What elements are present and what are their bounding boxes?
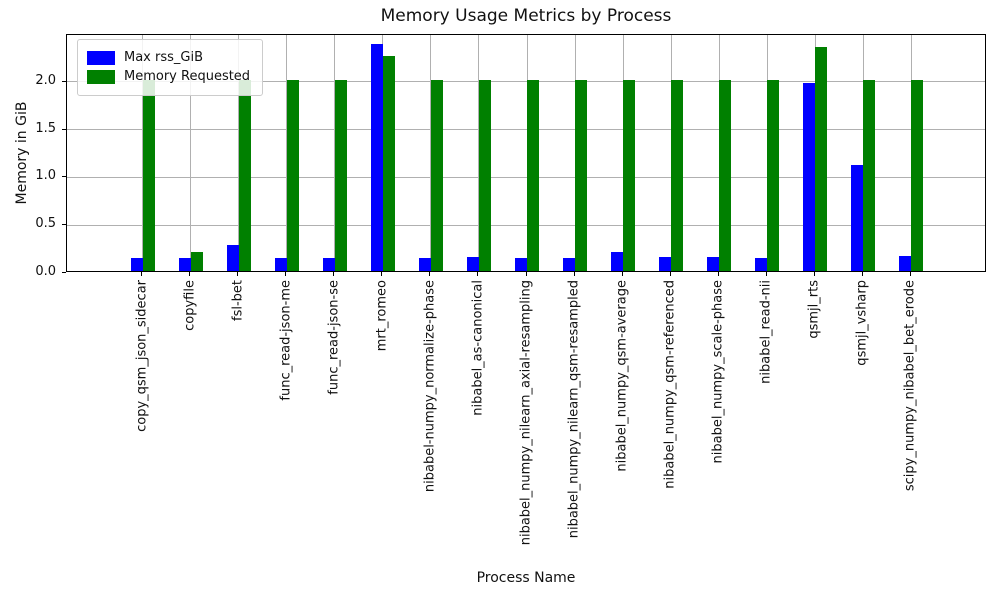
x-tick-label: nibabel_numpy_scale-phase bbox=[710, 280, 726, 464]
legend-label-max-rss: Max rss_GiB bbox=[124, 50, 204, 65]
bar-max-rss bbox=[755, 258, 768, 271]
x-tick-label: nibabel_numpy_nilearn_axial-resampling bbox=[518, 280, 534, 546]
bar-max-rss bbox=[563, 258, 576, 271]
bar-max-rss bbox=[707, 257, 720, 271]
bar-memory-requested bbox=[623, 80, 636, 271]
bar-max-rss bbox=[851, 165, 864, 271]
x-tick-label: func_read-json-me bbox=[278, 280, 294, 401]
y-tick-label: 1.0 bbox=[35, 168, 56, 184]
x-tick-mark bbox=[621, 272, 623, 276]
x-tick-mark bbox=[861, 272, 863, 276]
chart-title: Memory Usage Metrics by Process bbox=[380, 6, 672, 26]
bar-memory-requested bbox=[334, 80, 347, 271]
bar-memory-requested bbox=[575, 80, 588, 271]
legend-swatch-memory-requested-icon bbox=[87, 70, 115, 84]
bar-memory-requested bbox=[430, 80, 443, 271]
y-tick-mark bbox=[62, 80, 66, 82]
x-tick-mark bbox=[573, 272, 575, 276]
h-gridline bbox=[67, 224, 985, 226]
bar-max-rss bbox=[611, 252, 624, 271]
legend-swatch-max-rss-icon bbox=[87, 51, 115, 65]
h-gridline bbox=[67, 81, 985, 83]
x-tick-label: fsl-bet bbox=[230, 280, 246, 321]
y-tick-mark bbox=[62, 272, 66, 273]
legend: Max rss_GiB Memory Requested bbox=[77, 39, 264, 96]
x-tick-label: nibabel-numpy_normalize-phase bbox=[422, 280, 438, 493]
x-tick-label: func_read-json-se bbox=[326, 280, 342, 395]
v-gridline bbox=[190, 35, 192, 271]
bar-memory-requested bbox=[767, 80, 780, 271]
bar-max-rss bbox=[418, 258, 431, 271]
bar-memory-requested bbox=[238, 80, 251, 271]
x-tick-label: scipy_numpy_nibabel_bet_erode bbox=[902, 280, 918, 492]
y-tick-mark bbox=[62, 128, 66, 130]
x-tick-mark bbox=[909, 272, 911, 276]
x-tick-mark bbox=[141, 272, 143, 276]
bar-max-rss bbox=[226, 245, 239, 271]
y-tick-mark bbox=[62, 176, 66, 178]
bar-max-rss bbox=[322, 258, 335, 271]
y-tick-label: 1.5 bbox=[35, 120, 56, 136]
y-tick-mark bbox=[62, 224, 66, 226]
bar-max-rss bbox=[466, 257, 479, 271]
x-tick-label: nibabel_read-nii bbox=[758, 280, 774, 384]
bar-memory-requested bbox=[478, 80, 491, 271]
bar-memory-requested bbox=[286, 80, 299, 271]
legend-item-max-rss: Max rss_GiB bbox=[87, 50, 250, 66]
legend-label-memory-requested: Memory Requested bbox=[124, 69, 251, 84]
x-tick-label: nibabel_as-canonical bbox=[470, 280, 486, 416]
bar-max-rss bbox=[803, 83, 816, 271]
x-tick-label: nibabel_numpy_qsm-average bbox=[614, 280, 630, 472]
x-tick-mark bbox=[333, 272, 335, 276]
bar-memory-requested bbox=[190, 252, 203, 271]
bar-memory-requested bbox=[911, 80, 924, 271]
x-tick-mark bbox=[669, 272, 671, 276]
bar-memory-requested bbox=[382, 56, 395, 271]
bar-max-rss bbox=[370, 44, 383, 271]
y-tick-label: 0.0 bbox=[35, 264, 56, 279]
x-tick-mark bbox=[765, 272, 767, 276]
bar-memory-requested bbox=[719, 80, 732, 271]
x-tick-label: nibabel_numpy_nilearn_qsm-resampled bbox=[566, 280, 582, 539]
x-tick-label: nibabel_numpy_qsm-referenced bbox=[662, 280, 678, 489]
bar-max-rss bbox=[274, 258, 287, 271]
bar-memory-requested bbox=[142, 80, 155, 271]
bar-memory-requested bbox=[815, 47, 828, 271]
legend-item-memory-requested: Memory Requested bbox=[87, 69, 250, 85]
x-tick-mark bbox=[189, 272, 191, 276]
y-tick-label: 2.0 bbox=[35, 72, 56, 88]
x-tick-label: mrt_romeo bbox=[374, 280, 390, 352]
bar-memory-requested bbox=[671, 80, 684, 271]
bar-memory-requested bbox=[863, 80, 876, 271]
plot-area bbox=[66, 34, 986, 272]
x-tick-mark bbox=[381, 272, 383, 276]
bar-max-rss bbox=[515, 258, 527, 271]
x-axis-label: Process Name bbox=[476, 570, 576, 586]
bar-max-rss bbox=[899, 256, 912, 271]
bar-max-rss bbox=[659, 257, 672, 271]
x-tick-mark bbox=[429, 272, 431, 276]
bar-max-rss bbox=[130, 258, 143, 271]
x-tick-label: qsmjl_rts bbox=[806, 280, 822, 339]
bar-max-rss bbox=[178, 258, 191, 271]
x-tick-mark bbox=[237, 272, 239, 276]
x-tick-label: qsmjl_vsharp bbox=[854, 280, 870, 366]
x-tick-mark bbox=[285, 272, 287, 276]
x-tick-label: copy_qsm_json_sidecar bbox=[134, 280, 150, 432]
h-gridline bbox=[67, 176, 985, 178]
bar-memory-requested bbox=[527, 80, 539, 271]
x-tick-label: copyfile bbox=[182, 280, 198, 331]
x-tick-mark bbox=[477, 272, 479, 276]
y-tick-label: 0.5 bbox=[35, 216, 56, 232]
y-axis-label: Memory in GiB bbox=[14, 101, 30, 205]
x-tick-mark bbox=[717, 272, 719, 276]
x-tick-mark bbox=[525, 272, 527, 276]
h-gridline bbox=[67, 129, 985, 131]
x-tick-mark bbox=[813, 272, 815, 276]
